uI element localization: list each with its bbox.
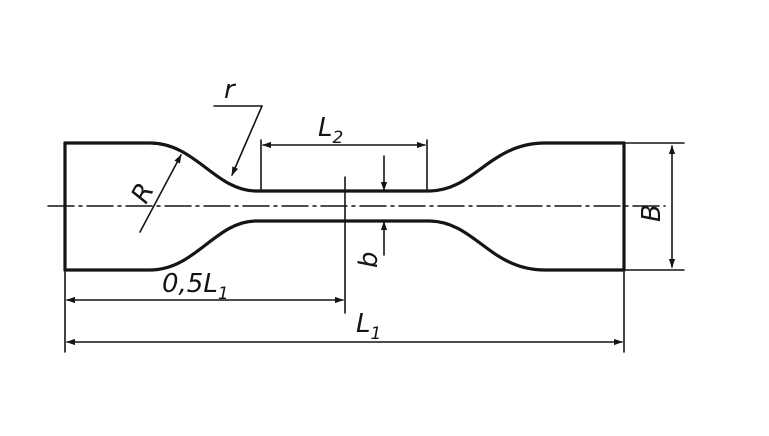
radius-big-r-leader: R [126, 154, 182, 233]
dimension-b: b [354, 155, 388, 268]
r-label: r [224, 75, 237, 105]
dimension-big-b: B [625, 142, 685, 271]
b-label: b [354, 251, 384, 268]
dimension-l2: L2 [260, 113, 428, 192]
big-b-label: B [637, 204, 667, 222]
bottom-profile [63, 219, 626, 272]
top-profile [63, 141, 626, 193]
l1-label: L1 [356, 309, 381, 344]
half-l1-label: 0,5L1 [162, 269, 229, 304]
radius-r-leader: r [213, 75, 263, 176]
l2-label: L2 [318, 113, 343, 148]
dimension-half-l1: 0,5L1 [64, 269, 344, 353]
r-leader-line [231, 105, 263, 176]
big-r-leader-line [139, 154, 182, 233]
specimen-outline [63, 141, 626, 272]
dimension-l1: L1 [66, 271, 625, 353]
